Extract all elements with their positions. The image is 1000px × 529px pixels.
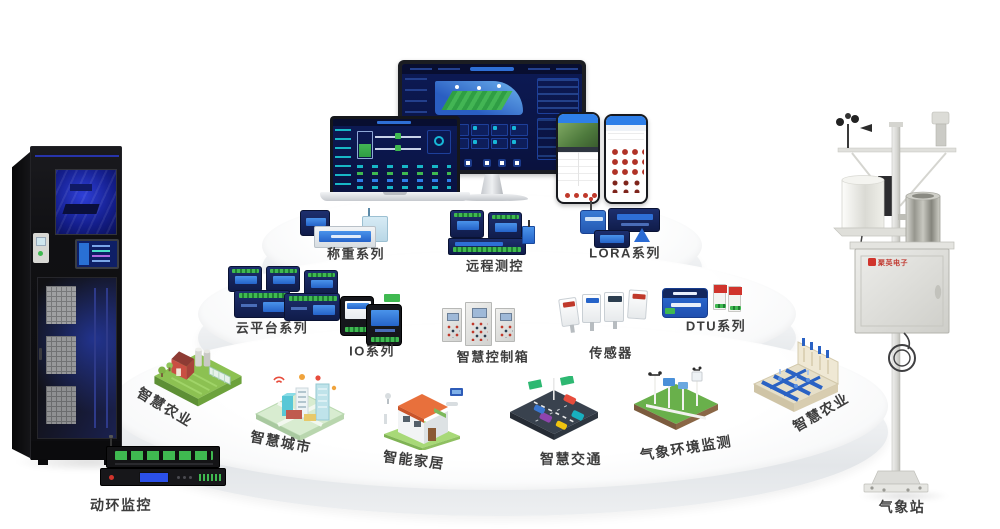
monitor-stand-neck — [481, 174, 503, 194]
cabinet-brand-logo: 聚英电子 — [878, 260, 908, 267]
product-cloud-platform-series: 云平台系列 — [222, 266, 354, 336]
io-series-label: IO系列 — [349, 343, 395, 359]
lora-series-label: LORA系列 — [589, 245, 661, 261]
product-weighing-series: 称重系列 — [298, 204, 398, 266]
dynamic-environment-monitoring-label: 动环监控 — [90, 497, 152, 513]
rack-access-panel — [33, 233, 49, 263]
rack-window-blue-glow — [55, 169, 117, 235]
smart-farm-icon — [154, 347, 242, 407]
weather-station-shadow — [858, 490, 950, 502]
dtu-series-label: DTU系列 — [685, 318, 747, 334]
product-io-series: IO系列 — [338, 294, 408, 359]
red-knob-grid — [610, 147, 644, 177]
product-sensors: 传感器 — [558, 288, 656, 361]
laptop — [320, 116, 470, 208]
smart-control-cabinet-label: 智慧控制箱 — [456, 349, 530, 365]
product-lora-series: LORA系列 — [576, 197, 676, 261]
weather-monitoring-field-icon — [634, 366, 718, 430]
server-rack-icon — [12, 146, 132, 466]
phone-screen-monitoring-app — [558, 114, 598, 202]
monitoring-host-icon — [100, 435, 230, 490]
rack-display-screen — [75, 239, 119, 269]
phone-screen-control-app — [606, 116, 646, 202]
smart-home-icon — [384, 388, 463, 450]
smart-irrigation-icon — [752, 338, 840, 412]
bottom-tier-surface — [110, 322, 888, 490]
weather-station-icon: 聚英电子 — [818, 96, 998, 500]
product-remote-telemetry: 远程测控 — [448, 210, 538, 274]
laptop-base — [320, 192, 470, 201]
weather-station-label: 气象站 — [878, 499, 926, 515]
laptop-frame — [330, 116, 460, 196]
monitor-stand-base — [456, 194, 528, 201]
smart-traffic-icon — [510, 376, 598, 440]
laptop-screen-scada — [333, 119, 457, 193]
rack-lower-door — [37, 277, 117, 439]
product-smart-control-cabinet: 智慧控制箱 — [442, 300, 528, 365]
remote-telemetry-label: 远程测控 — [465, 258, 525, 274]
weighing-series-label: 称重系列 — [326, 246, 386, 262]
smartphone-app-monitor — [556, 112, 600, 204]
smartphone-app-control — [604, 114, 648, 204]
smart-city-icon — [254, 374, 346, 441]
tank-graphic — [357, 131, 373, 159]
product-dtu-series: DTU系列 — [662, 280, 745, 334]
sensors-label: 传感器 — [589, 345, 633, 361]
smart-traffic-label: 智慧交通 — [540, 451, 602, 467]
cloud-platform-series-label: 云平台系列 — [235, 320, 309, 336]
greenhouse-3d-visual — [433, 78, 527, 120]
